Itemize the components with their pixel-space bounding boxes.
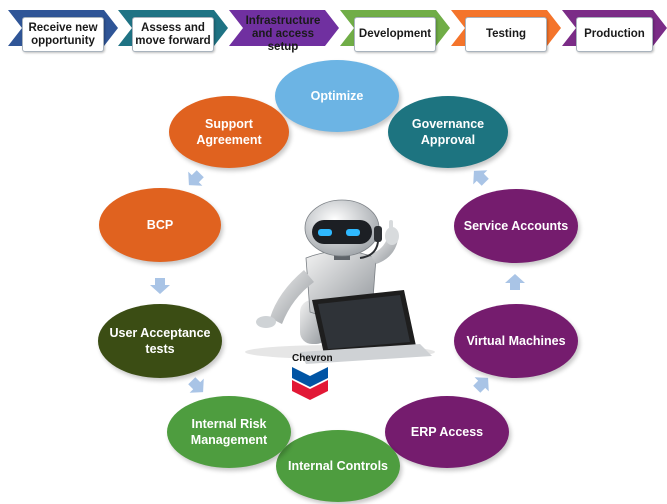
process-step-label: Receive new opportunity (22, 17, 104, 52)
cycle-node: Service Accounts (454, 189, 578, 263)
cycle-node: Internal Controls (276, 430, 400, 502)
process-chevron (229, 10, 339, 46)
process-step-label: Development (354, 17, 436, 52)
cycle-node-label: ERP Access (410, 425, 484, 439)
process-step-label: Infrastructure and access setup (245, 14, 321, 53)
cycle-node-label: User Acceptance tests (109, 326, 211, 356)
cycle-arrow (188, 170, 204, 186)
cycle-node: BCP (99, 188, 221, 262)
cycle-node: User Acceptance tests (98, 304, 222, 378)
logo-text: Chevron (292, 353, 333, 364)
process-step-label: Testing (465, 17, 547, 52)
cycle-node-label: Optimize (310, 89, 364, 103)
cycle-node: Optimize (275, 60, 399, 132)
cycle-node-label: Support Agreement (196, 117, 262, 147)
cycle-node-label: Virtual Machines (466, 334, 566, 348)
process-step-label: Production (576, 17, 653, 52)
cycle-node: Internal Risk Management (167, 396, 291, 468)
cycle-arrow (505, 274, 525, 290)
cycle-node: Governance Approval (388, 96, 508, 168)
cycle-arrow (150, 278, 170, 294)
cycle-node-label: Governance Approval (411, 117, 485, 147)
cycle-node-label: Internal Risk Management (190, 417, 268, 447)
cycle-node-label: Internal Controls (287, 459, 388, 473)
cycle-node: ERP Access (385, 396, 509, 468)
robot-illustration (245, 199, 435, 364)
cycle-node-label: Service Accounts (463, 219, 569, 233)
process-chevrons (8, 10, 667, 46)
chevron-logo (292, 367, 328, 400)
cycle-node: Support Agreement (169, 96, 289, 168)
cycle-arrow (473, 377, 489, 393)
process-step-label: Assess and move forward (132, 17, 214, 52)
cycle-node-label: BCP (146, 218, 174, 232)
cycle-node: Virtual Machines (454, 304, 578, 378)
cycle-arrows (150, 170, 525, 393)
cycle-arrow (473, 170, 489, 186)
cycle-arrow (188, 377, 204, 393)
